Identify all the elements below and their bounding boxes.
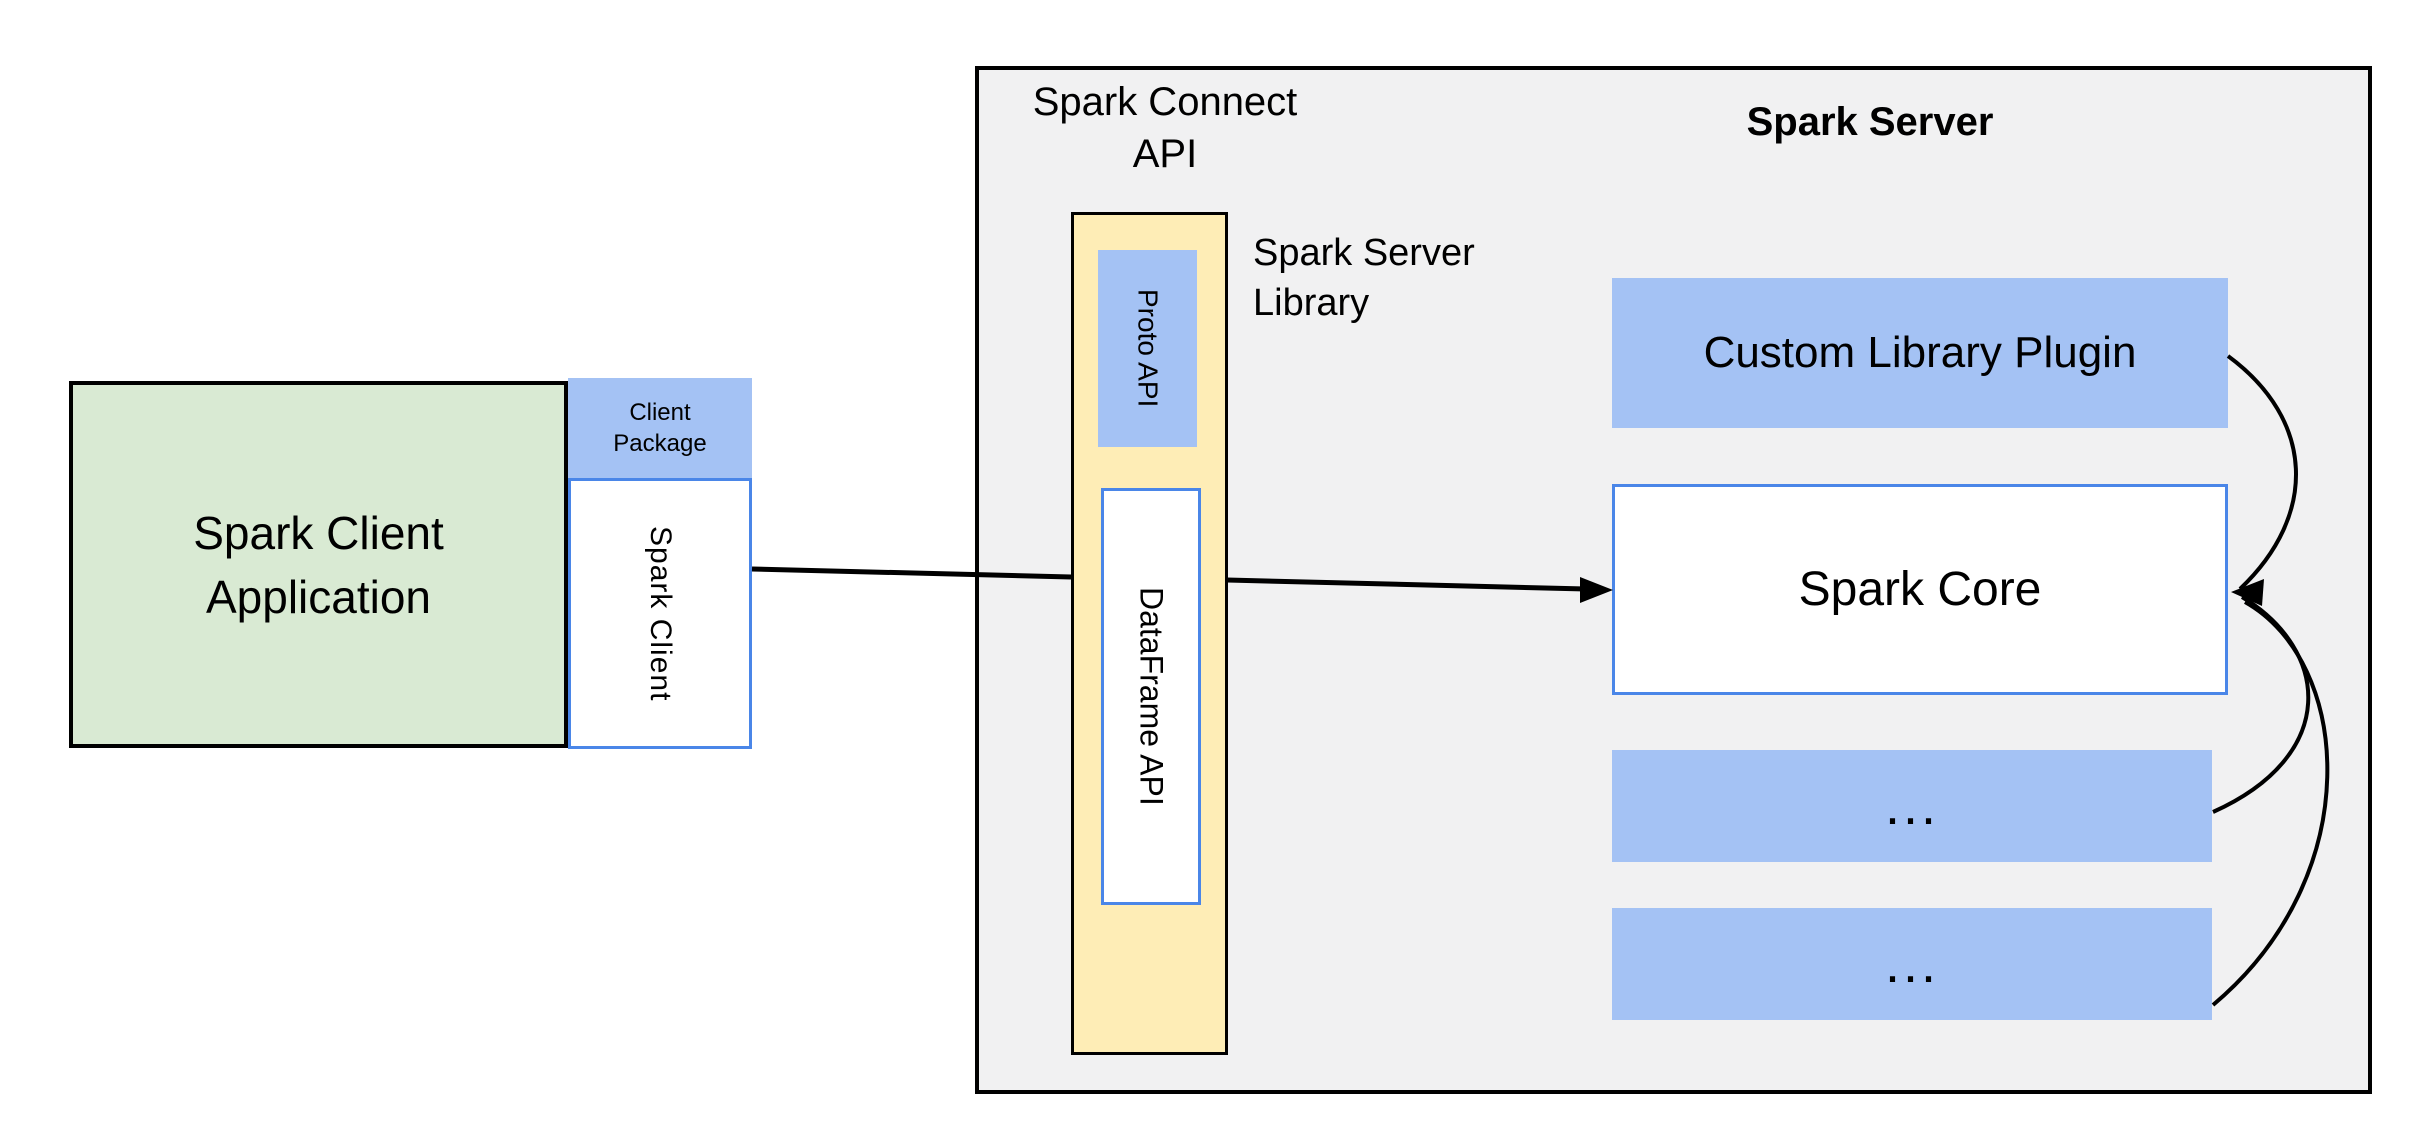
plugin-placeholder-1-label: ... (1884, 776, 1939, 836)
proto-api-label: Proto API (1132, 289, 1164, 408)
spark-connect-api-label: Spark Connect API (1032, 80, 1298, 176)
proto-api-box: Proto API (1098, 250, 1197, 447)
spark-client-application-box: Spark Client Application (69, 381, 568, 748)
spark-core-box: Spark Core (1612, 484, 2228, 695)
client-package-box: Client Package (568, 378, 752, 478)
spark-server-library-heading: Spark Server Library (1253, 228, 1673, 328)
spark-server-title: Spark Server (1746, 100, 1994, 144)
spark-client-label: Spark Client (644, 525, 677, 702)
dataframe-api-label: DataFrame API (1133, 587, 1170, 806)
custom-library-plugin-label: Custom Library Plugin (1703, 328, 2137, 377)
client-package-label: Client Package (613, 399, 707, 457)
spark-client-application-label: Spark Client Application (193, 506, 444, 623)
plugin-placeholder-box-2: ... (1612, 908, 2212, 1020)
spark-connect-api-heading: Spark Connect API (995, 76, 1335, 180)
spark-client-box: Spark Client (568, 478, 752, 749)
dataframe-api-box: DataFrame API (1101, 488, 1201, 905)
custom-library-plugin-box: Custom Library Plugin (1612, 278, 2228, 428)
spark-server-library-label: Spark Server Library (1253, 232, 1475, 324)
spark-core-label: Spark Core (1798, 563, 2042, 616)
plugin-placeholder-2-label: ... (1884, 934, 1939, 994)
plugin-placeholder-box-1: ... (1612, 750, 2212, 862)
